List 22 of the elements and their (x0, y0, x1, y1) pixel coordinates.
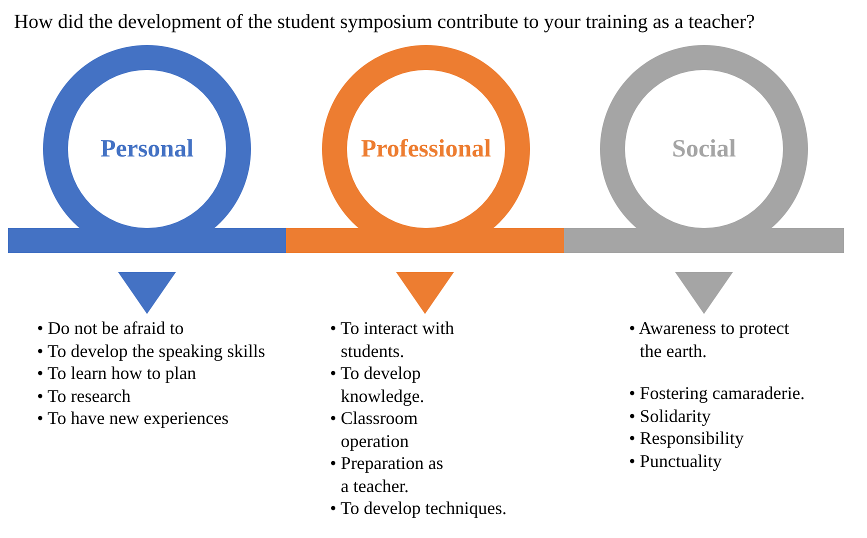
category-label: Personal (100, 134, 194, 164)
list-item: • Do not be afraid to (37, 317, 185, 340)
list-item: • To develop the speaking skills (37, 340, 266, 362)
list-item: • To develop knowledge. (330, 362, 426, 407)
diagram-title: How did the development of the student symposium contribute to your training as a teacher? (14, 10, 755, 34)
list-item: • To develop techniques. (330, 497, 507, 520)
down-arrow (396, 272, 454, 314)
list-item: • Responsibility (629, 427, 745, 450)
list-item: • Awareness to protect the earth. (629, 317, 790, 362)
down-arrow (118, 272, 176, 314)
list-item: • To interact with students. (330, 317, 456, 362)
down-arrow (675, 272, 733, 314)
list-item: • Preparation as a teacher. (330, 452, 444, 497)
list-item: • Punctuality (629, 450, 723, 472)
category-label: Social (672, 134, 736, 164)
category-label: Professional (360, 134, 492, 164)
list-item: • To have new experiences (37, 407, 230, 430)
list-item: • Classroom operation (330, 407, 419, 452)
list-item: • Solidarity (629, 404, 712, 427)
list-item: • To learn how to plan (37, 362, 198, 384)
list-item: • To research (37, 384, 132, 407)
list-item: • Fostering camaraderie. (629, 382, 806, 404)
